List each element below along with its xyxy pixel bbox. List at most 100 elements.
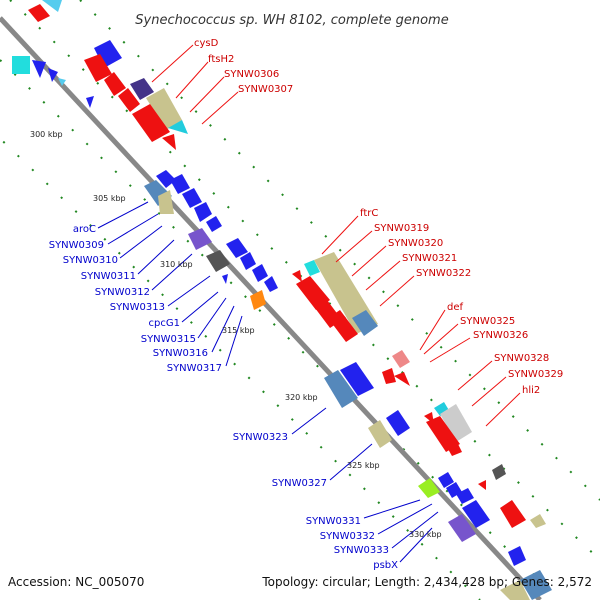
- gene-arrow: [292, 270, 302, 282]
- gene-arrow: [194, 202, 212, 222]
- genome-backbone: [0, 16, 542, 600]
- gene-arrow: [132, 104, 170, 142]
- gene-arrow: [492, 464, 506, 480]
- kbp-label: 300 kbp: [30, 130, 63, 139]
- gene-arrow: [168, 120, 188, 134]
- gene-label-SYNW0309: SYNW0309: [49, 240, 104, 251]
- gene-arrow: [304, 260, 320, 276]
- gene-arrow: [156, 170, 176, 188]
- gene-label-SYNW0310: SYNW0310: [63, 255, 118, 266]
- kbp-label: 305 kbp: [93, 194, 126, 203]
- gene-arrow: [448, 514, 476, 542]
- gene-arrow: [170, 174, 190, 194]
- gene-label-hli2: hli2: [522, 385, 540, 396]
- gene-arrow: [222, 274, 228, 284]
- gene-arrow: [86, 96, 94, 108]
- gene-arrow: [328, 310, 358, 342]
- gene-arrow: [84, 54, 112, 82]
- gene-label-SYNW0313: SYNW0313: [110, 302, 165, 313]
- gene-label-cysD: cysD: [194, 38, 219, 49]
- gene-arrow: [188, 228, 212, 250]
- gene-label-def: def: [447, 302, 464, 313]
- kbp-label: 310 kbp: [160, 260, 193, 269]
- gene-arrow: [32, 60, 46, 78]
- gene-arrow: [48, 68, 58, 82]
- gene-arrow: [382, 368, 396, 384]
- gene-arrow: [250, 290, 266, 310]
- gene-arrow: [264, 276, 278, 292]
- gene-label-ftrC: ftrC: [360, 208, 378, 219]
- kbp-label: 320 kbp: [285, 393, 318, 402]
- gene-label-SYNW0323: SYNW0323: [233, 432, 288, 443]
- reverse-gene-labels: aroC SYNW0309 SYNW0310 SYNW0311 SYNW0312…: [49, 224, 398, 571]
- gene-arrow: [500, 580, 530, 600]
- gene-arrow: [462, 500, 490, 528]
- gene-features: [12, 0, 552, 600]
- gene-label-SYNW0325: SYNW0325: [460, 316, 515, 327]
- kbp-label: 330 kbp: [409, 530, 442, 539]
- gene-label-SYNW0315: SYNW0315: [141, 334, 196, 345]
- gene-label-SYNW0306: SYNW0306: [224, 69, 279, 80]
- kbp-label: 315 kbp: [222, 326, 255, 335]
- gene-label-SYNW0327: SYNW0327: [272, 478, 327, 489]
- gene-arrow: [240, 252, 256, 270]
- gene-label-psbX: psbX: [373, 560, 398, 571]
- gene-arrow: [340, 362, 374, 396]
- kbp-scale: 300 kbp 305 kbp 310 kbp 315 kbp 320 kbp …: [30, 130, 442, 539]
- map-title: Synechococcus sp. WH 8102, complete geno…: [135, 13, 448, 28]
- gene-label-SYNW0316: SYNW0316: [153, 348, 208, 359]
- gene-arrow: [352, 310, 378, 336]
- gene-arrow: [418, 478, 440, 498]
- gene-label-SYNW0331: SYNW0331: [306, 516, 361, 527]
- gene-arrow: [440, 404, 472, 442]
- gene-label-SYNW0326: SYNW0326: [473, 330, 528, 341]
- gene-arrow: [324, 370, 358, 408]
- gene-label-SYNW0312: SYNW0312: [95, 287, 150, 298]
- forward-gene-labels: cysD ftsH2 SYNW0306 SYNW0307 ftrC SYNW03…: [194, 38, 563, 396]
- leader-lines: [97, 44, 521, 563]
- gene-arrow: [508, 546, 526, 566]
- gene-arrow: [392, 350, 410, 368]
- gene-arrow: [158, 190, 174, 214]
- gene-arrow: [520, 570, 552, 600]
- gene-label-SYNW0322: SYNW0322: [416, 268, 471, 279]
- gene-label-aroC: aroC: [73, 224, 96, 235]
- gene-arrow: [58, 78, 66, 86]
- gene-arrow: [206, 250, 230, 272]
- topology-text: Topology: circular; Length: 2,434,428 bp…: [261, 575, 592, 589]
- gene-label-SYNW0329: SYNW0329: [508, 369, 563, 380]
- gene-label-SYNW0320: SYNW0320: [388, 238, 443, 249]
- gene-label-cpcG1: cpcG1: [149, 318, 180, 329]
- gene-arrow: [226, 238, 248, 258]
- gene-arrow: [368, 420, 392, 448]
- gene-arrow: [530, 514, 546, 528]
- gene-arrow: [252, 264, 268, 282]
- gene-arrow: [12, 56, 30, 74]
- gene-arrow: [104, 72, 126, 96]
- gene-label-SYNW0317: SYNW0317: [167, 363, 222, 374]
- gene-arrow: [118, 88, 140, 112]
- gene-arrow: [28, 4, 50, 22]
- kbp-label: 325 kbp: [347, 461, 380, 470]
- gene-arrow: [386, 410, 410, 436]
- gene-arrow: [146, 88, 182, 130]
- accession-text: Accession: NC_005070: [8, 575, 144, 589]
- gene-arrow: [438, 472, 454, 488]
- gene-label-SYNW0328: SYNW0328: [494, 353, 549, 364]
- gene-label-SYNW0307: SYNW0307: [238, 84, 293, 95]
- gene-arrow: [130, 78, 154, 100]
- gene-arrow: [394, 372, 410, 386]
- gene-arrow: [162, 134, 176, 150]
- gene-arrow: [206, 216, 222, 232]
- gene-label-ftsH2: ftsH2: [208, 54, 234, 65]
- gene-arrow: [478, 480, 486, 490]
- gene-arrow: [500, 500, 526, 528]
- gene-arrow: [444, 436, 462, 456]
- gene-label-SYNW0311: SYNW0311: [81, 271, 136, 282]
- gene-label-SYNW0319: SYNW0319: [374, 223, 429, 234]
- gene-label-SYNW0333: SYNW0333: [334, 545, 389, 556]
- gene-arrow: [456, 488, 474, 504]
- gene-label-SYNW0321: SYNW0321: [402, 253, 457, 264]
